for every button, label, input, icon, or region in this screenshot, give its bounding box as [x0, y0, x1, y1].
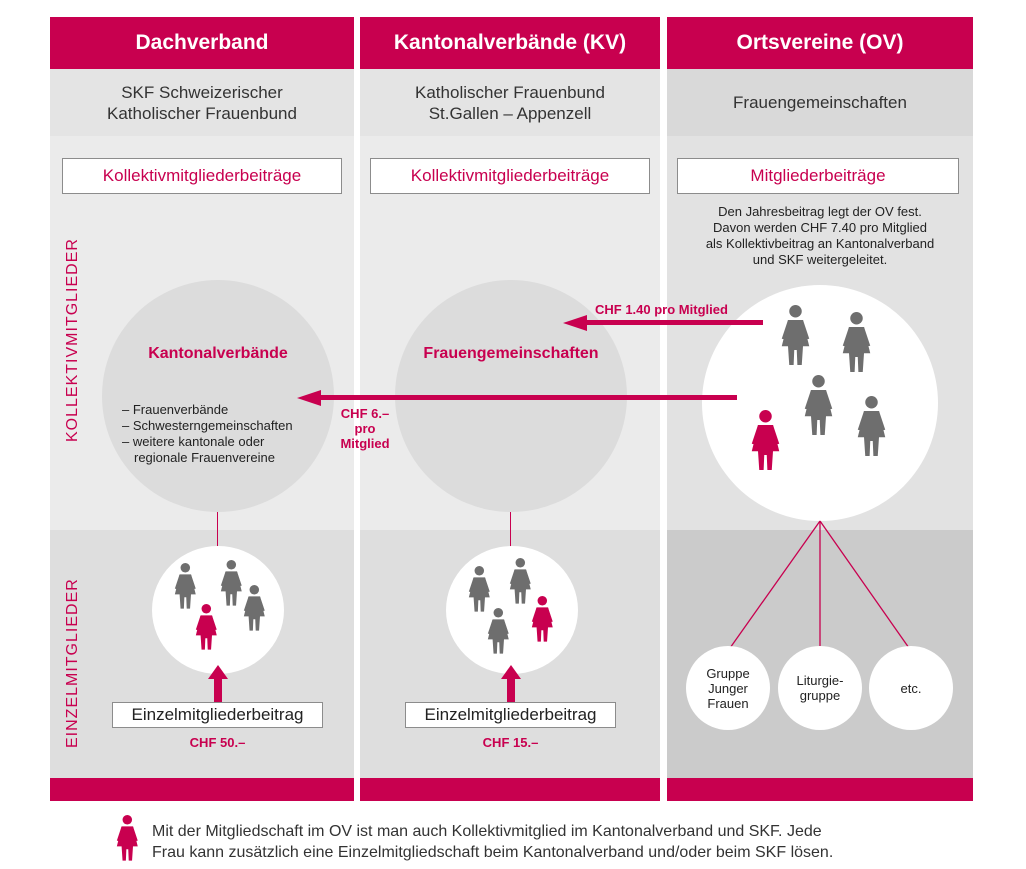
member-list: – Frauenverbände – Schwesterngemeinschaf…: [122, 402, 293, 466]
footer-bar-kantonalverbaende: [360, 778, 660, 801]
header-ortsvereine: Ortsvereine (OV): [667, 17, 973, 69]
group-label-line: Frauen: [707, 695, 749, 711]
list-item: – Frauenverbände: [122, 402, 229, 417]
arrow-label-line: Mitglied: [340, 436, 390, 451]
fee-box-ortsvereine: Mitgliederbeiträge: [677, 158, 959, 194]
description-line: als Kollektivbeitrag an Kantonalverband: [705, 236, 935, 251]
individual-fee-dachverband: CHF 50.–: [189, 735, 246, 750]
woman-figure-icon: [842, 312, 870, 372]
subtitle-ortsvereine: Frauengemeinschaften: [667, 69, 973, 136]
group-label-line: Junger: [708, 680, 748, 696]
woman-figure-icon: [174, 563, 196, 609]
group-label-line: Liturgie-: [796, 673, 844, 688]
woman-figure-icon: [531, 596, 553, 642]
description-line: Den Jahresbeitrag legt der OV fest.: [718, 204, 922, 219]
woman-figure-icon: [781, 305, 809, 365]
group-circle-liturgie: Liturgie-gruppe: [778, 646, 862, 730]
subtitle-line: St.Gallen – Appenzell: [428, 103, 592, 123]
woman-figure-icon: [751, 410, 779, 470]
fee-box-dachverband: Kollektivmitgliederbeiträge: [62, 158, 342, 194]
footer-bar-ortsvereine: [667, 778, 973, 801]
arrow-left-icon: [297, 390, 737, 406]
connector-line: [217, 512, 218, 547]
circle-kantonalverbaende: [102, 280, 334, 512]
header-dachverband: Dachverband: [50, 17, 354, 69]
circle-title-kantonalverbaende: Kantonalverbände: [148, 345, 288, 362]
individual-fee-kantonalverbaende: CHF 15.–: [482, 735, 539, 750]
footnote-line: Frau kann zusätzlich eine Einzelmitglied…: [152, 844, 834, 861]
connector-line: [510, 512, 511, 547]
woman-figure-icon: [487, 608, 509, 654]
footnote: Mit der Mitgliedschaft im OV ist man auc…: [152, 821, 833, 863]
ov-description: Den Jahresbeitrag legt der OV fest. Davo…: [667, 204, 973, 268]
description-line: Davon werden CHF 7.40 pro Mitglied: [713, 220, 927, 235]
arrow-label-to-kv: CHF 1.40 pro Mitglied: [595, 302, 728, 317]
arrow-label-line: pro: [354, 421, 376, 436]
header-label: Kantonalverbände (KV): [393, 31, 627, 54]
footer-bar-dachverband: [50, 778, 354, 801]
woman-figure-icon: [116, 815, 138, 861]
woman-figure-icon: [857, 396, 885, 456]
header-label: Dachverband: [135, 31, 269, 54]
woman-figure-icon: [243, 585, 265, 631]
arrow-up-icon: [501, 665, 521, 705]
list-item: – weitere kantonale oder: [122, 434, 265, 449]
circle-title-frauengemeinschaften: Frauengemeinschaften: [423, 345, 599, 362]
woman-figure-icon: [804, 375, 832, 435]
arrow-up-icon: [208, 665, 228, 705]
footnote-line: Mit der Mitgliedschaft im OV ist man auc…: [152, 823, 822, 840]
group-label-line: gruppe: [799, 688, 841, 703]
group-label-line: Gruppe: [706, 665, 750, 681]
circle-individual-kantonalverbaende: [446, 546, 578, 674]
list-item: regionale Frauenvereine: [134, 450, 275, 465]
header-kantonalverbaende: Kantonalverbände (KV): [360, 17, 660, 69]
arrow-label-to-dach: CHF 6.– pro Mitglied: [330, 406, 400, 451]
subtitle-line: SKF Schweizerischer: [121, 82, 283, 102]
woman-figure-icon: [468, 566, 490, 612]
description-line: und SKF weitergeleitet.: [752, 252, 888, 267]
arrow-left-icon: [563, 315, 763, 331]
subtitle-line: Katholischer Frauenbund: [415, 82, 605, 102]
arrow-label-line: CHF 6.–: [340, 406, 390, 421]
header-label: Ortsvereine (OV): [736, 31, 904, 54]
woman-figure-icon: [220, 560, 242, 606]
group-circle-etc: etc.: [869, 646, 953, 730]
fee-box-kantonalverbaende: Kollektivmitgliederbeiträge: [370, 158, 650, 194]
subtitle-line: Frauengemeinschaften: [733, 93, 907, 112]
woman-figure-icon: [509, 558, 531, 604]
subtitle-line: Katholischer Frauenbund: [107, 103, 297, 123]
individual-box-dachverband: Einzelmitgliederbeitrag: [112, 702, 323, 728]
woman-figure-icon: [195, 604, 217, 650]
individual-box-kantonalverbaende: Einzelmitgliederbeitrag: [405, 702, 616, 728]
list-item: – Schwesterngemeinschaften: [122, 418, 293, 433]
group-label-line: etc.: [900, 680, 922, 696]
